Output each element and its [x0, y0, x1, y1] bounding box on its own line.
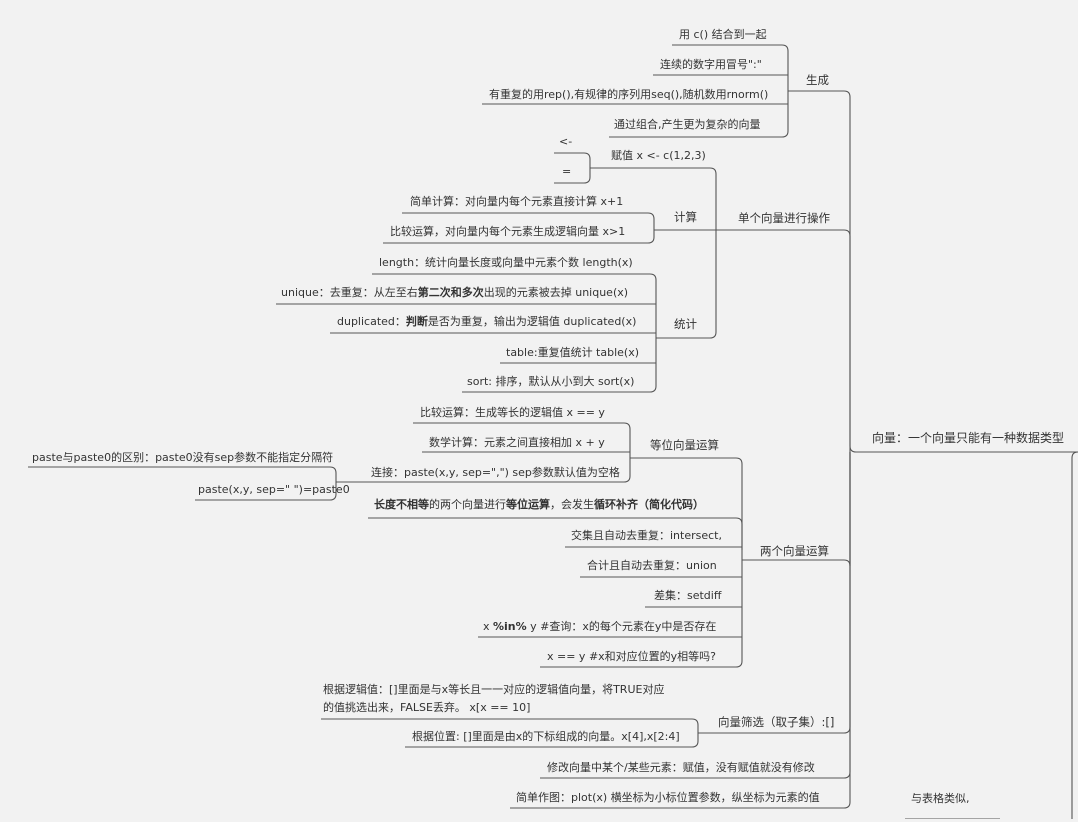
recycle-text-2: ，会发生 — [550, 498, 594, 511]
recycle-text-1: 的两个向量进行 — [429, 498, 506, 511]
recycle-bold-1: 长度不相等 — [374, 498, 429, 511]
op-in-operator: %in% — [493, 620, 527, 633]
connector-compute-items — [383, 212, 655, 244]
recycle-bold-3: 循环补齐（简化代码） — [594, 498, 704, 511]
compute-item-2[interactable]: 比较运算，对向量内每个元素生成逻辑向量 x>1 — [390, 225, 626, 238]
connector-equal — [630, 457, 743, 550]
generate-item-3[interactable]: 有重复的用rep(),有规律的序列用seq(),随机数用rnorm() — [489, 88, 769, 101]
paste-equivalence[interactable]: paste(x,y, sep=" ")=paste0 — [198, 483, 350, 496]
connector-side — [905, 451, 1078, 820]
assign-op-equal[interactable]: = — [562, 165, 572, 178]
equal-position-node[interactable]: 等位向量运算 — [650, 438, 719, 452]
assign-op-arrow[interactable]: <- — [559, 135, 573, 148]
filter-logical-line-2[interactable]: 的值挑选出来，FALSE丢弃。 x[x == 10] — [323, 701, 531, 714]
compute-node[interactable]: 计算 — [674, 210, 697, 224]
stats-length[interactable]: length：统计向量长度或向量中元素个数 length(x) — [379, 256, 633, 269]
equal-compare[interactable]: 比较运算：生成等长的逻辑值 x == y — [420, 406, 605, 419]
stats-unique[interactable]: unique：去重复：从左至右第二次和多次出现的元素被去掉 unique(x) — [281, 285, 628, 301]
connector-generate-root — [788, 90, 1078, 453]
connector-stats-items — [276, 273, 657, 393]
op-in[interactable]: x %in% y #查询：x的每个元素在y中是否存在 — [483, 619, 716, 635]
filter-position[interactable]: 根据位置: []里面是由x的下标组成的向量。x[4],x[2:4] — [412, 730, 680, 743]
stats-unique-text: unique：去重复：从左至右 — [281, 286, 418, 299]
recycle-bold-2: 等位运算 — [506, 498, 550, 511]
filter-logical-line-1[interactable]: 根据逻辑值：[]里面是与x等长且一一对应的逻辑值向量，将TRUE对应 — [323, 683, 665, 696]
connector-assign — [590, 167, 717, 226]
equal-math[interactable]: 数学计算：元素之间直接相加 x + y — [429, 436, 605, 449]
recycle-rule[interactable]: 长度不相等的两个向量进行等位运算，会发生循环补齐（简化代码） — [374, 497, 704, 513]
branch-generate[interactable]: 生成 — [806, 73, 829, 87]
compute-item-1[interactable]: 简单计算：对向量内每个元素直接计算 x+1 — [410, 195, 624, 208]
branch-two-vectors[interactable]: 两个向量运算 — [760, 544, 829, 558]
op-in-x: x — [483, 620, 494, 633]
stats-duplicated-text-2: 是否为重复，输出为逻辑值 duplicated(x) — [427, 315, 637, 328]
connector-compute — [654, 229, 851, 452]
op-setdiff[interactable]: 差集：setdiff — [654, 589, 722, 602]
op-union[interactable]: 合计且自动去重复：union — [587, 559, 717, 572]
generate-item-2[interactable]: 连续的数字用冒号":" — [660, 58, 762, 71]
stats-duplicated-bold: 判断 — [405, 315, 428, 328]
connector-paste-sub — [28, 466, 365, 501]
connector-stats — [656, 226, 717, 339]
stats-duplicated-text: duplicated： — [337, 315, 406, 328]
stats-table[interactable]: table:重复值统计 table(x) — [506, 346, 640, 359]
root-node[interactable]: 向量：一个向量只能有一种数据类型 — [872, 431, 1065, 445]
stats-node[interactable]: 统计 — [674, 317, 697, 331]
op-in-text: y #查询：x的每个元素在y中是否存在 — [526, 620, 717, 633]
assign-node[interactable]: 赋值 x <- c(1,2,3) — [611, 149, 706, 162]
op-equal[interactable]: x == y #x和对应位置的y相等吗? — [547, 650, 717, 663]
branch-modify[interactable]: 修改向量中某个/某些元素：赋值，没有赋值就没有修改 — [547, 761, 815, 774]
side-node-table-like[interactable]: 与表格类似, — [911, 792, 970, 805]
generate-item-4[interactable]: 通过组合,产生更为复杂的向量 — [614, 118, 761, 131]
paste-diff[interactable]: paste与paste0的区别：paste0没有sep参数不能指定分隔符 — [32, 451, 334, 464]
stats-sort[interactable]: sort: 排序，默认从小到大 sort(x) — [467, 375, 635, 388]
stats-unique-bold: 第二次和多次 — [417, 286, 484, 299]
branch-single-vector[interactable]: 单个向量进行操作 — [738, 211, 830, 225]
generate-item-1[interactable]: 用 c() 结合到一起 — [679, 28, 767, 41]
connector-two-items — [368, 517, 743, 668]
branch-filter[interactable]: 向量筛选（取子集）:[] — [718, 715, 835, 729]
op-intersect[interactable]: 交集且自动去重复：intersect, — [571, 529, 722, 542]
branch-plot[interactable]: 简单作图：plot(x) 横坐标为小标位置参数，纵坐标为元素的值 — [516, 791, 820, 804]
connector-equal-items — [365, 422, 631, 483]
stats-duplicated[interactable]: duplicated：判断是否为重复，输出为逻辑值 duplicated(x) — [337, 314, 636, 330]
connector-assign-ops — [554, 152, 591, 184]
equal-paste[interactable]: 连接：paste(x,y, sep=",") sep参数默认值为空格 — [371, 466, 620, 479]
connector-plot — [510, 452, 851, 809]
stats-unique-text-2: 出现的元素被去掉 unique(x) — [483, 286, 629, 299]
